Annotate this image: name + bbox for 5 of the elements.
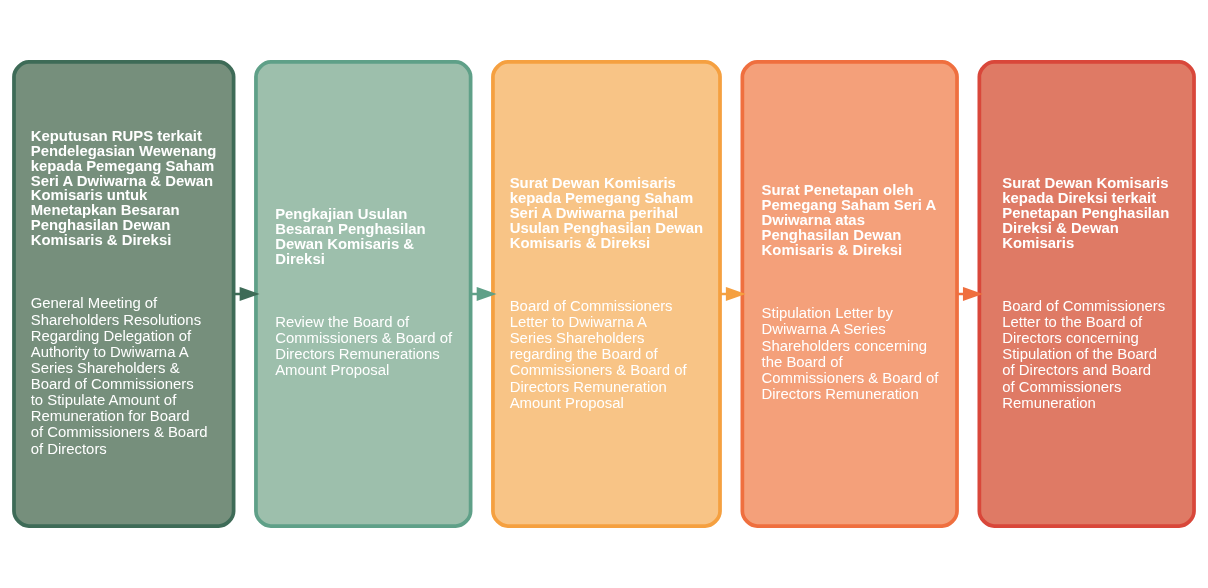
node-box: Surat Dewan Komisaris kepada Direksi terkait Penetapan Penghasilan Direksi & Dewan Komisaris Board of Commissioners Letter to the Board of Directors concerning Stipulation of the Board of Directors and Board of Commissioners Remuneration: [977, 60, 1196, 528]
node-box: Surat Dewan Komisaris kepada Pemegang Saham Seri A Dwiwarna perihal Usulan Penghasilan Dewan Komisaris & Direksi Board of Commissioners Letter to Dwiwarna A Series Shareholders regarding the Board of Commissioners & Board of Directors Remuneration Amount Proposal: [491, 60, 722, 528]
node-box: Keputusan RUPS terkait Pendelegasian Wewenang kepada Pemegang Saham Seri A Dwiwarna & Dewan Komisaris untuk Menetapkan Besaran Penghasilan Dewan Komisaris & Direksi General Meeting of Shareholders Resolutions Regarding Delegation of Authority to Dwiwarna A Series Shareholders & Board of Commissioners to Stipulate Amount of Remuneration for Board of Commissioners & Board of Directors: [12, 60, 236, 528]
node-box: Pengkajian Usulan Besaran Penghasilan Dewan Komisaris & Direksi Review the Board of Commissioners & Board of Directors Remunerations Amount Proposal: [254, 60, 473, 528]
node-box: Surat Penetapan oleh Pemegang Saham Seri A Dwiwarna atas Penghasilan Dewan Komisaris & Direksi Stipulation Letter by Dwiwarna A Series Shareholders concerning the Board of Commissioners & Board of Directors Remuneration: [740, 60, 959, 528]
